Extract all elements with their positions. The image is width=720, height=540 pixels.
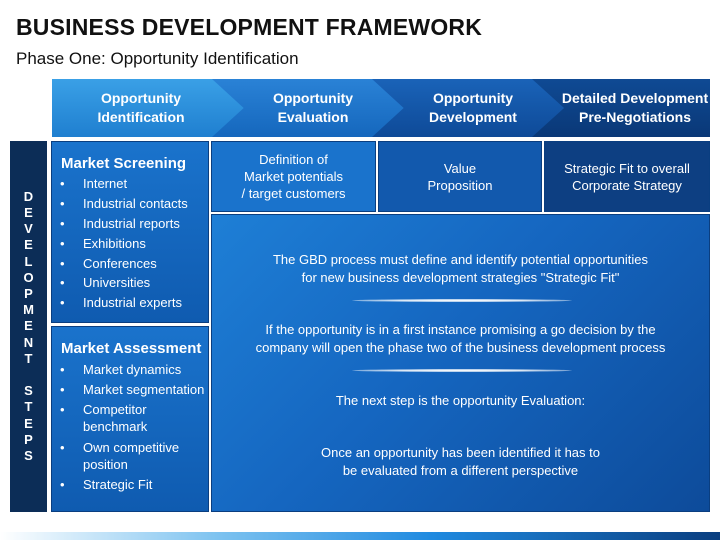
list-item: Universities [60, 274, 208, 291]
list-item: Industrial contacts [60, 195, 208, 212]
list-item: Strategic Fit [60, 476, 208, 493]
phase-opportunity-identification: Opportunity Identification [52, 79, 248, 137]
list-item: Industrial experts [60, 294, 208, 311]
list-item: Competitor benchmark [60, 401, 208, 435]
list-item: Exhibitions [60, 235, 208, 252]
list-item: Industrial reports [60, 215, 208, 232]
market-assessment-list: Market dynamics Market segmentation Comp… [52, 357, 208, 493]
list-item: Market segmentation [60, 381, 208, 398]
phase-label: Opportunity Development [429, 90, 517, 125]
market-assessment-title: Market Assessment [61, 340, 202, 357]
main-description-panel: The GBD process must define and identify… [211, 214, 710, 512]
box-text: Definition of Market potentials / target… [241, 152, 346, 201]
market-screening-list: Internet Industrial contacts Industrial … [52, 172, 208, 311]
phase-label: Detailed Development Pre-Negotiations [561, 90, 709, 125]
phase-opportunity-evaluation: Opportunity Evaluation [212, 79, 410, 137]
box-text: Strategic Fit to overall Corporate Strat… [564, 160, 690, 193]
paragraph-text: The GBD process must define and identify… [272, 252, 649, 285]
list-item: Conferences [60, 255, 208, 272]
market-potentials-box: Definition of Market potentials / target… [211, 141, 376, 212]
description-paragraph: Once an opportunity has been identified … [212, 444, 709, 479]
steps-label: D E V E L O P M E N T S T E P S [23, 188, 34, 464]
phase-label: Opportunity Identification [97, 90, 185, 125]
description-paragraph: The GBD process must define and identify… [212, 251, 709, 286]
page-subtitle: Phase One: Opportunity Identification [16, 49, 299, 68]
paragraph-text: The next step is the opportunity Evaluat… [335, 393, 586, 408]
page-title: BUSINESS DEVELOPMENT FRAMEWORK [16, 14, 483, 40]
list-item: Own competitive position [60, 439, 208, 473]
market-screening-title: Market Screening [61, 155, 187, 172]
market-screening-panel: Market Screening Internet Industrial con… [51, 141, 209, 323]
divider-line [352, 369, 572, 372]
development-steps-bar: D E V E L O P M E N T S T E P S [10, 141, 47, 512]
list-item: Market dynamics [60, 361, 208, 378]
description-paragraph: The next step is the opportunity Evaluat… [212, 392, 709, 410]
footer-stripe [0, 532, 720, 540]
market-assessment-panel: Market Assessment Market dynamics Market… [51, 326, 209, 512]
list-item: Internet [60, 175, 208, 192]
phase-opportunity-development: Opportunity Development [372, 79, 570, 137]
box-text: Value Proposition [427, 160, 493, 193]
phase-label: Opportunity Evaluation [272, 90, 354, 125]
strategic-fit-box: Strategic Fit to overall Corporate Strat… [544, 141, 710, 212]
paragraph-text: If the opportunity is in a first instanc… [255, 322, 666, 355]
description-paragraph: If the opportunity is in a first instanc… [212, 321, 709, 356]
value-proposition-box: Value Proposition [378, 141, 542, 212]
paragraph-text: Once an opportunity has been identified … [321, 445, 600, 478]
divider-line [352, 299, 572, 302]
